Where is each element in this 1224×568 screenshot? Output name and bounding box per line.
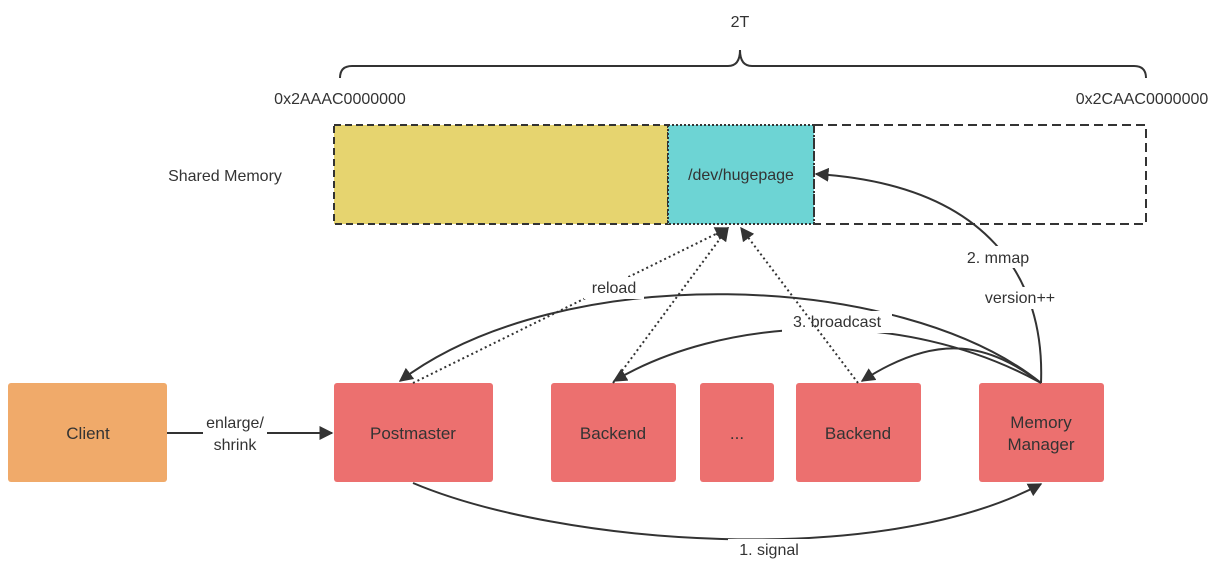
mmap-arrow (814, 167, 1043, 384)
reload-backend-1-arrow (612, 226, 729, 384)
postmaster-label: Postmaster (370, 424, 456, 443)
reload-label: reload (592, 280, 636, 297)
memory-manager-label-line2: Manager (1007, 435, 1074, 454)
memory-manager-box (979, 383, 1104, 482)
backend-label-2: Backend (825, 424, 891, 443)
size-label: 2T (731, 14, 750, 31)
ellipsis-label: ... (730, 424, 744, 443)
backend-box-2 (796, 383, 921, 482)
enlarge-label: enlarge/ (206, 415, 264, 432)
client-box (8, 383, 167, 482)
used-memory-region (333, 124, 669, 225)
hugepage-region (667, 124, 815, 225)
start-address: 0x2AAAC0000000 (274, 91, 406, 108)
hugepage-label: /dev/hugepage (688, 167, 794, 184)
client-label: Client (66, 424, 110, 443)
backend-label-1: Backend (580, 424, 646, 443)
broadcast-to-backend-2-arrow (860, 347, 1042, 384)
reload-backend-2-arrow (740, 226, 859, 384)
address-range-brace (339, 49, 1147, 79)
version-label: version++ (985, 290, 1055, 307)
broadcast-label: 3. broadcast (793, 314, 882, 331)
signal-arrow (412, 482, 1043, 541)
shrink-label: shrink (214, 437, 258, 454)
memory-manager-label-line1: Memory (1010, 413, 1072, 432)
mmap-label: 2. mmap (967, 250, 1029, 267)
end-address: 0x2CAAC0000000 (1076, 91, 1209, 108)
postmaster-box (334, 383, 493, 482)
backend-box-1 (551, 383, 676, 482)
broadcast-to-postmaster-arrow (398, 293, 1042, 384)
ellipsis-box (700, 383, 774, 482)
reload-postmaster-arrow (412, 227, 730, 384)
broadcast-to-backend-1-arrow (612, 328, 1042, 384)
free-memory-region (813, 124, 1147, 225)
shared-memory-label: Shared Memory (168, 168, 282, 185)
signal-label: 1. signal (739, 542, 799, 559)
